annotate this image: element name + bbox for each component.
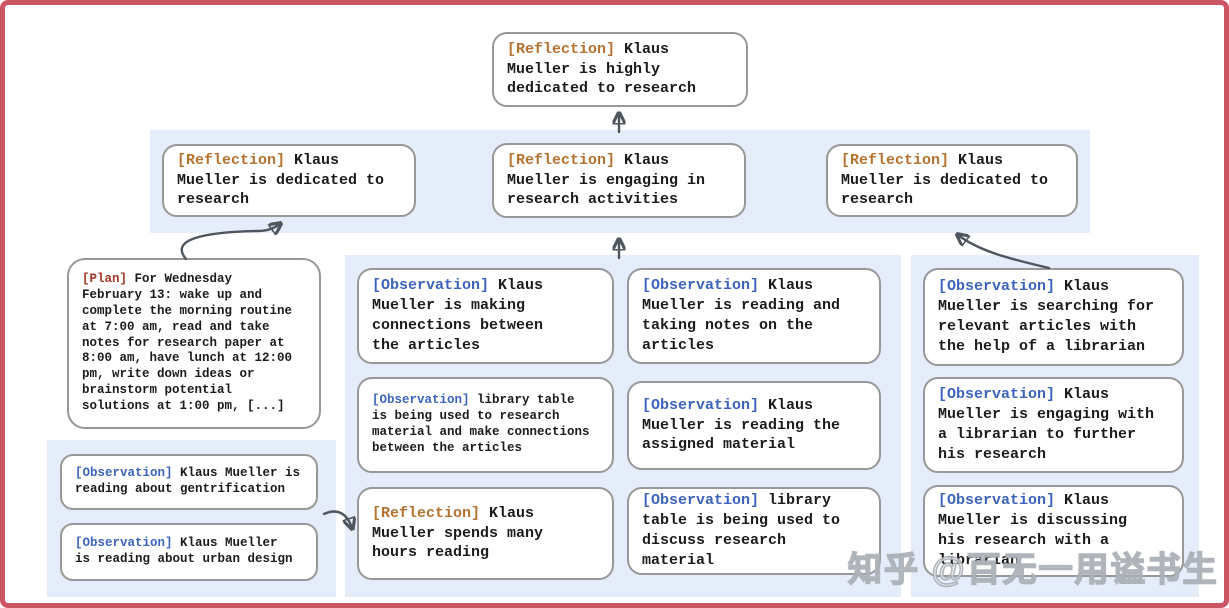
node-observation-taking-notes: [Observation] Klaus Mueller is reading a…: [627, 268, 881, 364]
node-tag: [Observation]: [372, 277, 490, 295]
node-observation-assigned-material: [Observation] Klaus Mueller is reading t…: [627, 381, 881, 470]
node-tag: [Observation]: [642, 277, 760, 295]
node-tag: [Reflection]: [177, 151, 286, 169]
node-body-text: Klaus Mueller is reading and taking note…: [642, 277, 841, 354]
node-body-text: Klaus Mueller is reading the assigned ma…: [642, 396, 841, 454]
node-body-text: library table is being used to research …: [372, 393, 590, 455]
node-tag: [Reflection]: [841, 151, 950, 169]
node-body-text: Klaus Mueller is making connections betw…: [372, 277, 544, 354]
node-observation-gentrification: [Observation] Klaus Mueller is reading a…: [60, 454, 318, 510]
node-reflection-middle: [Reflection] Klaus Mueller is engaging i…: [492, 143, 746, 218]
node-reflection-left: [Reflection] Klaus Mueller is dedicated …: [162, 144, 416, 217]
node-tag: [Observation]: [75, 536, 173, 551]
node-body-text: Klaus Mueller is dedicated to research: [177, 151, 385, 209]
node-root-reflection: [Reflection] Klaus Mueller is highly ded…: [492, 32, 748, 107]
node-observation-library-table-discuss: [Observation] library table is being use…: [627, 487, 881, 575]
node-body-text: Klaus Mueller is searching for relevant …: [938, 278, 1155, 355]
node-body-text: Klaus Mueller is highly dedicated to res…: [507, 40, 697, 98]
node-body-text: Klaus Mueller is engaging in research ac…: [507, 151, 706, 209]
zhihu-watermark: 知乎 @百无一用谥书生: [847, 550, 1219, 590]
node-body-text: Klaus Mueller is dedicated to research: [841, 151, 1049, 209]
node-reflection-right: [Reflection] Klaus Mueller is dedicated …: [826, 144, 1078, 217]
node-body-text: Klaus Mueller is reading about gentrific…: [75, 466, 301, 496]
node-observation-library-table-research: [Observation] library table is being use…: [357, 377, 614, 473]
node-tag: [Reflection]: [372, 504, 481, 522]
node-tag: [Observation]: [938, 492, 1056, 510]
node-tag: [Reflection]: [507, 151, 616, 169]
node-tag: [Plan]: [82, 272, 128, 287]
node-observation-urban-design: [Observation] Klaus Mueller is reading a…: [60, 523, 318, 581]
node-tag: [Observation]: [372, 393, 470, 408]
node-body-text: Klaus Mueller is discussing his research…: [938, 492, 1128, 569]
node-body-text: library table is being used to discuss r…: [642, 492, 841, 569]
node-body-text: Klaus Mueller spends many hours reading: [372, 504, 544, 562]
node-tag: [Observation]: [938, 278, 1056, 296]
node-observation-making-connections: [Observation] Klaus Mueller is making co…: [357, 268, 614, 364]
node-tag: [Observation]: [642, 492, 760, 510]
node-tag: [Reflection]: [507, 40, 616, 58]
node-tag: [Observation]: [75, 466, 173, 481]
node-observation-discussing-research: [Observation] Klaus Mueller is discussin…: [923, 485, 1184, 577]
node-body-text: Klaus Mueller is reading about urban des…: [75, 536, 293, 566]
node-body-text: Klaus Mueller is engaging with a librari…: [938, 386, 1155, 463]
node-observation-engaging-librarian: [Observation] Klaus Mueller is engaging …: [923, 377, 1184, 473]
node-body-text: For Wednesday February 13: wake up and c…: [82, 272, 293, 414]
node-observation-searching-articles: [Observation] Klaus Mueller is searching…: [923, 268, 1184, 366]
node-tag: [Observation]: [938, 386, 1056, 404]
node-plan: [Plan] For Wednesday February 13: wake u…: [67, 258, 321, 429]
node-reflection-hours-reading: [Reflection] Klaus Mueller spends many h…: [357, 487, 614, 580]
node-tag: [Observation]: [642, 396, 760, 414]
